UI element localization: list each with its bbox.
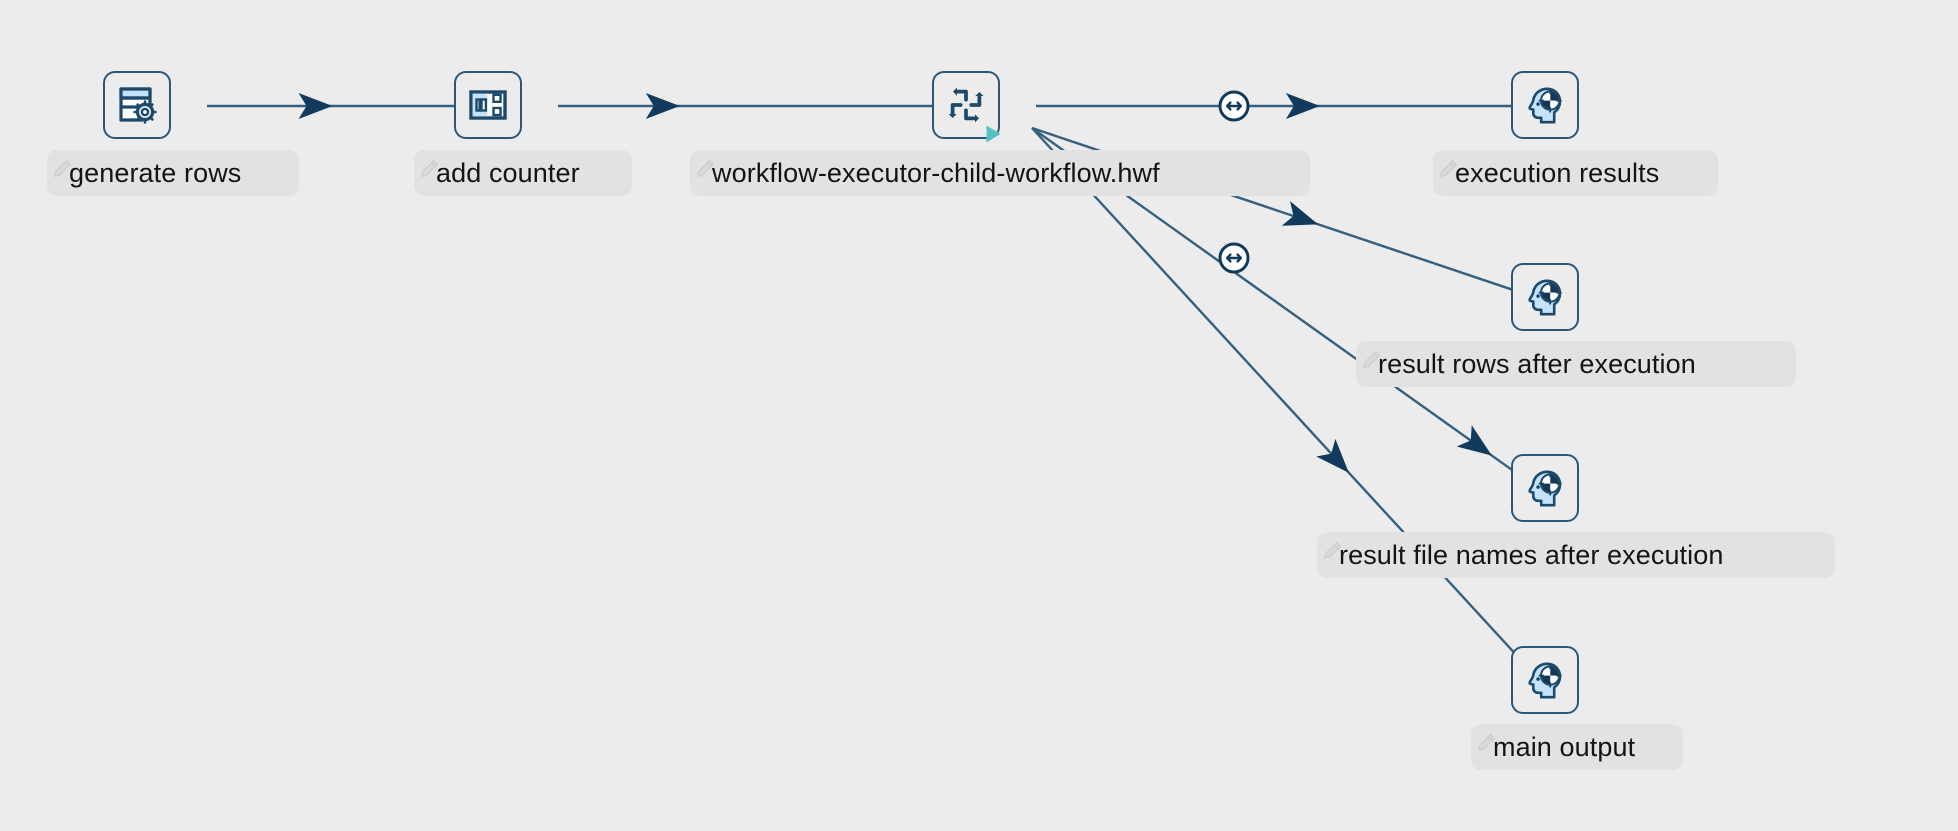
pencil-edit-icon[interactable]: [1477, 728, 1496, 751]
node-result-rows[interactable]: [1511, 263, 1579, 331]
edge-add-counter-to-workflow-executor[interactable]: [558, 93, 964, 119]
head-brain-icon: [1523, 83, 1567, 127]
resize-horizontal-icon[interactable]: [1218, 90, 1250, 122]
node-main-output[interactable]: [1511, 646, 1579, 714]
node-label-text: result rows after execution: [1378, 348, 1696, 379]
resize-horizontal-icon[interactable]: [1218, 242, 1250, 274]
pencil-edit-icon[interactable]: [420, 154, 439, 177]
head-brain-icon: [1528, 662, 1562, 699]
node-workflow-executor[interactable]: [932, 71, 1001, 143]
pencil-edit-icon[interactable]: [1323, 536, 1342, 559]
pencil-edit-icon[interactable]: [1362, 345, 1381, 368]
play-badge-icon[interactable]: [982, 123, 1004, 145]
node-label-text: main output: [1493, 731, 1636, 762]
table-gear-icon: [114, 82, 160, 128]
pencil-edit-icon: [54, 160, 71, 177]
pencil-edit-icon: [421, 160, 438, 177]
edge-workflow-executor-to-execution-results[interactable]: [1036, 90, 1543, 122]
node-generate-rows[interactable]: [103, 71, 171, 139]
node-label-main-output[interactable]: main output: [1471, 724, 1683, 770]
pencil-edit-icon: [1324, 542, 1341, 559]
node-label-workflow-executor[interactable]: workflow-executor-child-workflow.hwf: [690, 150, 1310, 196]
pencil-edit-icon[interactable]: [1439, 154, 1458, 177]
edge-arrowhead: [1316, 438, 1349, 473]
edge-arrowhead: [298, 93, 333, 119]
head-brain-icon: [1528, 470, 1562, 507]
node-label-text: execution results: [1455, 157, 1660, 188]
node-label-result-file-names[interactable]: result file names after execution: [1317, 532, 1835, 578]
table-gear-icon: [119, 87, 157, 124]
edge-workflow-executor-to-main-output[interactable]: [1031, 127, 1544, 685]
workflow-executor-icon: [943, 82, 989, 128]
edge-arrowhead: [1456, 425, 1492, 456]
node-execution-results[interactable]: [1511, 71, 1579, 139]
pencil-edit-icon: [1478, 734, 1495, 751]
node-label-add-counter[interactable]: add counter: [414, 150, 632, 196]
pencil-edit-icon: [697, 160, 714, 177]
node-label-result-rows[interactable]: result rows after execution: [1356, 341, 1796, 387]
edge-arrowhead: [1285, 93, 1320, 119]
edge-arrowhead: [645, 93, 680, 119]
node-label-execution-results[interactable]: execution results: [1433, 150, 1718, 196]
head-brain-icon: [1523, 658, 1567, 702]
play-badge-icon: [986, 125, 1001, 143]
pencil-edit-icon: [1363, 351, 1380, 368]
pencil-edit-icon: [1440, 160, 1457, 177]
workflow-executor-icon: [948, 87, 984, 123]
node-add-counter[interactable]: [454, 71, 522, 139]
node-label-text: result file names after execution: [1339, 539, 1724, 570]
node-label-text: generate rows: [69, 157, 242, 188]
node-label-generate-rows[interactable]: generate rows: [47, 150, 299, 196]
sequence-blocks-icon: [469, 90, 507, 120]
node-label-text: workflow-executor-child-workflow.hwf: [712, 157, 1160, 188]
edge-arrowhead: [1281, 201, 1319, 226]
edge-generate-rows-to-add-counter[interactable]: [207, 93, 486, 119]
sequence-blocks-icon: [466, 83, 510, 127]
head-brain-icon: [1528, 87, 1562, 124]
head-brain-icon: [1523, 466, 1567, 510]
pencil-edit-icon[interactable]: [53, 154, 72, 177]
node-result-file-names[interactable]: [1511, 454, 1579, 522]
head-brain-icon: [1523, 275, 1567, 319]
pencil-edit-icon[interactable]: [696, 154, 715, 177]
node-label-text: add counter: [436, 157, 580, 188]
head-brain-icon: [1528, 279, 1562, 316]
